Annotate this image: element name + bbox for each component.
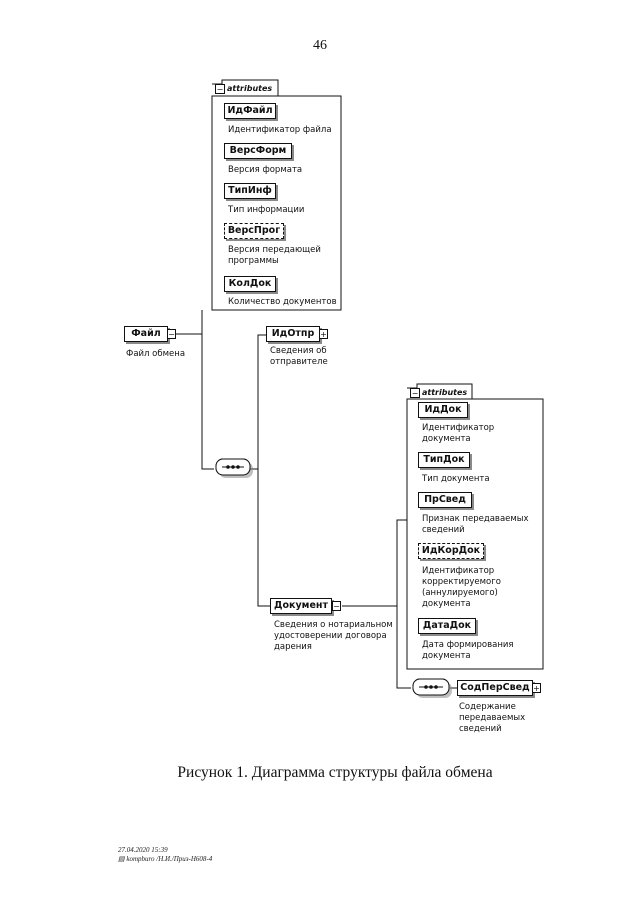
- expand-icon[interactable]: +: [532, 683, 541, 693]
- attribute-doc-date[interactable]: ДатаДок: [418, 618, 476, 634]
- sequence-compositor-icon[interactable]: [419, 685, 443, 689]
- figure-caption: Рисунок 1. Диаграмма структуры файла обм…: [177, 764, 493, 781]
- element-sender-desc: Сведения об отправителе: [270, 346, 328, 367]
- element-content[interactable]: СодПерСвед: [457, 680, 533, 696]
- attribute-format-version[interactable]: ВерсФорм: [224, 143, 292, 159]
- attribute-id-file[interactable]: ИдФайл: [224, 103, 276, 119]
- attribute-corrected-doc-id[interactable]: ИдКорДок: [418, 543, 484, 559]
- document-attributes-panel: [406, 398, 544, 670]
- attribute-doc-count-desc: Количество документов: [228, 297, 337, 307]
- element-document[interactable]: Документ: [270, 598, 332, 614]
- footer-timestamp: 27.04.2020 15:39: [118, 846, 168, 854]
- footer-source-text: kompburo /Н.И./Приз-Н608-4: [126, 855, 213, 863]
- sequence-compositor-icon[interactable]: [222, 465, 244, 469]
- collapse-icon[interactable]: −: [332, 601, 341, 611]
- attribute-doc-id[interactable]: ИдДок: [418, 402, 468, 418]
- attribute-program-version-desc: Версия передающей программы: [228, 245, 321, 266]
- attribute-info-type[interactable]: ТипИнф: [224, 183, 276, 199]
- attribute-doc-type[interactable]: ТипДок: [418, 452, 470, 468]
- attributes-label: attributes: [227, 84, 273, 93]
- element-root-desc: Файл обмена: [126, 349, 186, 359]
- attribute-doc-count[interactable]: КолДок: [224, 276, 276, 292]
- connector-document: [342, 519, 411, 689]
- attributes-label: attributes: [422, 388, 468, 397]
- element-sender[interactable]: ИдОтпр: [266, 326, 320, 342]
- attribute-doc-id-desc: Идентификатор документа: [422, 423, 495, 444]
- attribute-info-type-desc: Тип информации: [228, 205, 305, 215]
- element-content-desc: Содержание передаваемых сведений: [459, 702, 526, 734]
- attribute-program-version[interactable]: ВерсПрог: [224, 223, 284, 239]
- attribute-format-version-desc: Версия формата: [228, 165, 303, 175]
- element-root[interactable]: Файл: [124, 326, 168, 342]
- footer-source: ▤ kompburo /Н.И./Приз-Н608-4: [118, 855, 212, 864]
- attribute-id-file-desc: Идентификатор файла: [228, 125, 332, 135]
- attribute-doc-type-desc: Тип документа: [422, 474, 490, 484]
- connector-root: [176, 310, 214, 470]
- collapse-icon[interactable]: −: [410, 388, 420, 398]
- expand-icon[interactable]: +: [319, 329, 328, 339]
- collapse-icon[interactable]: −: [215, 84, 225, 94]
- attribute-data-flag[interactable]: ПрСвед: [418, 492, 472, 508]
- attribute-doc-date-desc: Дата формирования документа: [422, 640, 514, 661]
- root-attributes-panel: [211, 95, 342, 311]
- element-document-desc: Сведения о нотариальном удостоверении до…: [274, 620, 393, 652]
- attribute-corrected-doc-id-desc: Идентификатор корректируемого (аннулируе…: [422, 566, 501, 609]
- page-number: 46: [313, 38, 327, 53]
- document-icon: ▤: [118, 855, 127, 863]
- attribute-data-flag-desc: Признак передаваемых сведений: [422, 514, 529, 535]
- collapse-icon[interactable]: −: [167, 329, 176, 339]
